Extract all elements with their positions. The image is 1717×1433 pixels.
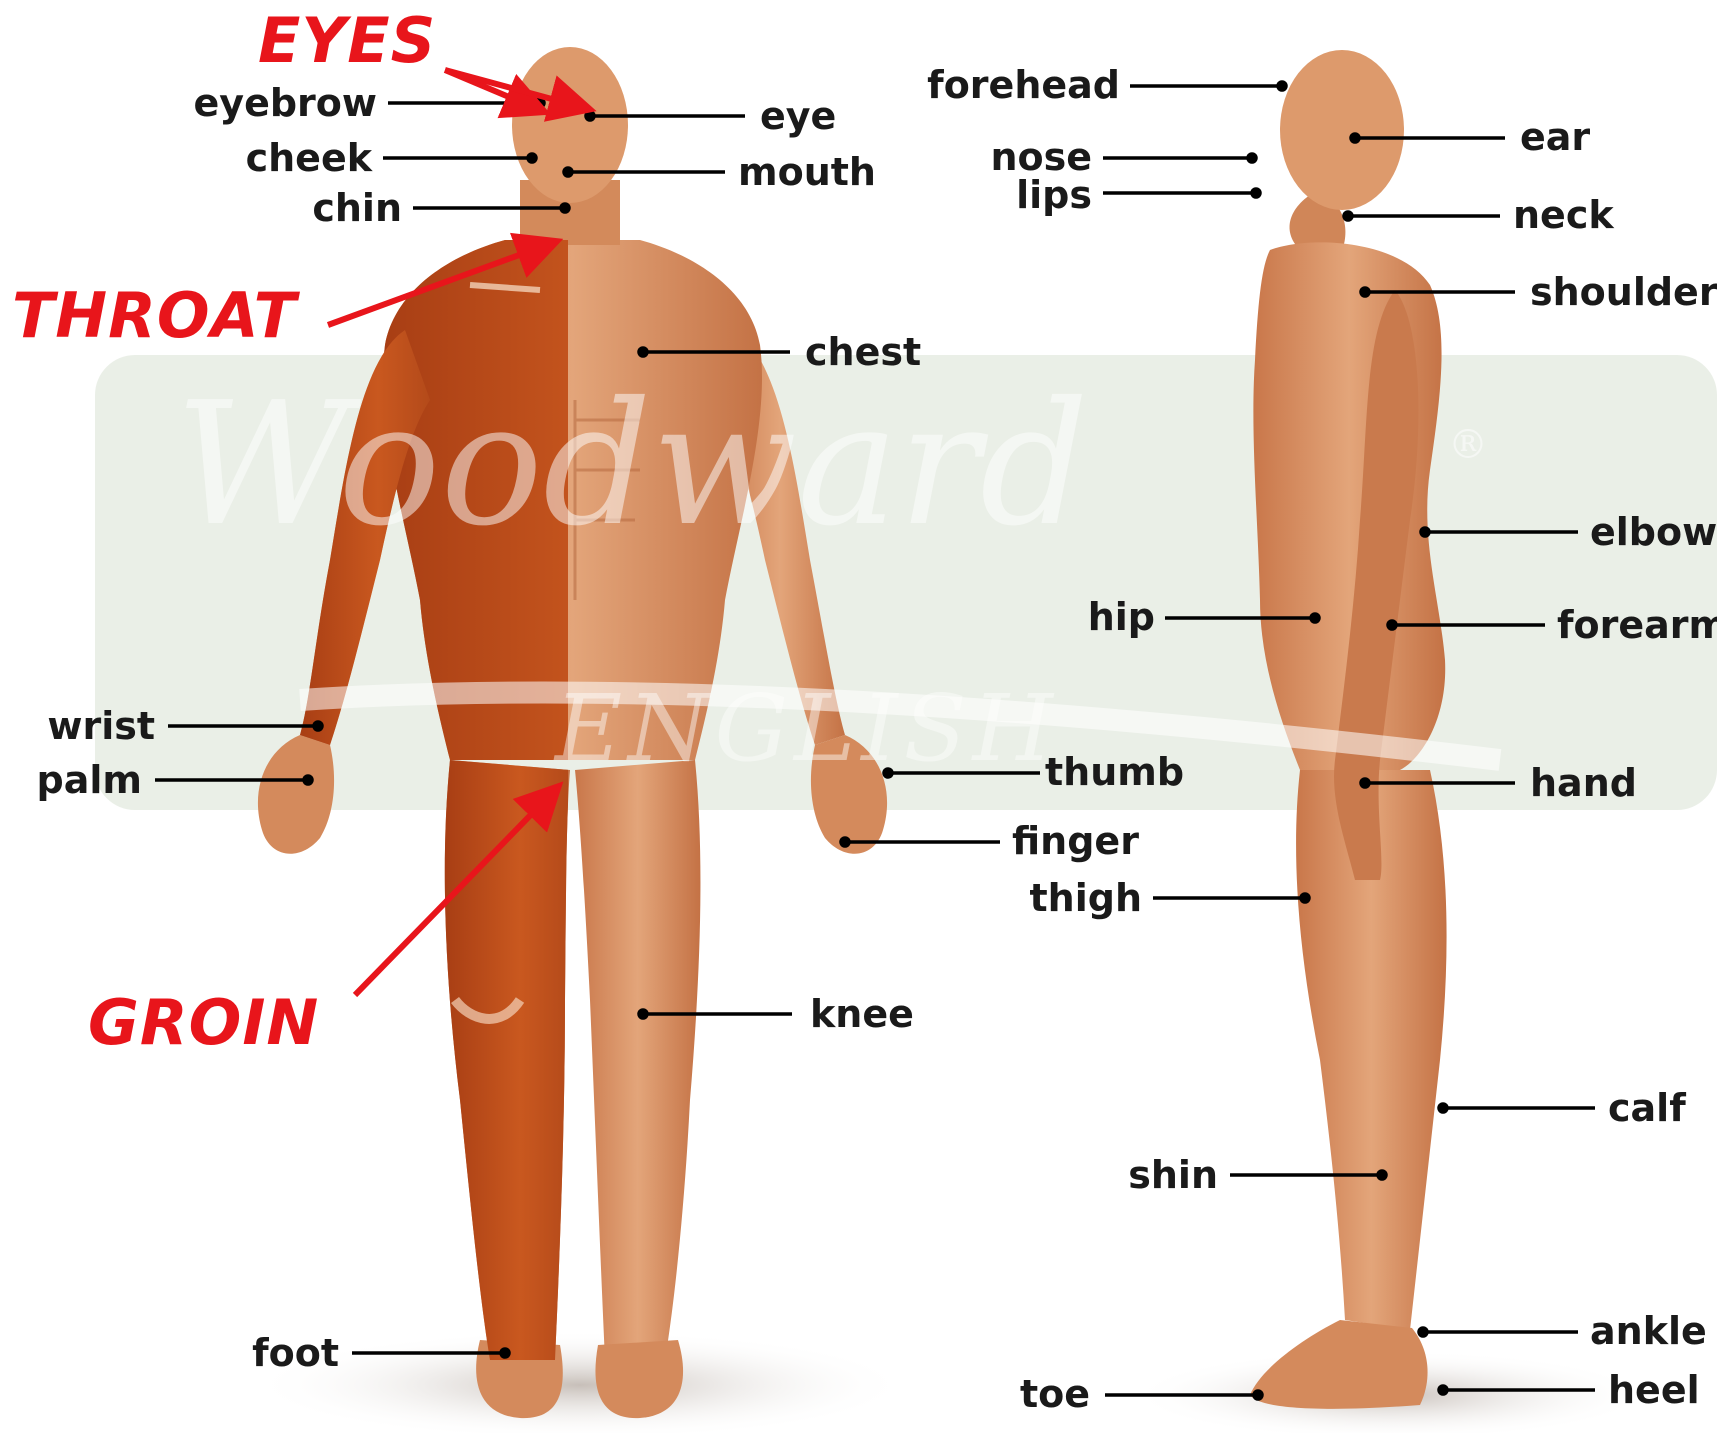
label-forearm: forearm: [1557, 606, 1717, 644]
label-finger: finger: [1012, 822, 1139, 860]
label-ankle: ankle: [1590, 1312, 1707, 1350]
side-head: [1280, 50, 1404, 210]
label-cheek: cheek: [246, 139, 372, 177]
label-hand: hand: [1530, 764, 1637, 802]
warning-throat: THROAT: [12, 285, 297, 347]
watermark-sub: ENGLISH: [555, 683, 1059, 775]
label-thigh: thigh: [1030, 879, 1143, 917]
warning-groin: GROIN: [88, 992, 319, 1054]
label-elbow: elbow: [1590, 513, 1717, 551]
label-chest: chest: [805, 333, 921, 371]
label-forehead: forehead: [927, 66, 1120, 104]
label-hip: hip: [1088, 598, 1155, 636]
label-ear: ear: [1520, 118, 1590, 156]
label-lips: lips: [1016, 176, 1092, 214]
side-foot: [1250, 1320, 1428, 1409]
label-chin: chin: [312, 189, 402, 227]
label-knee: knee: [810, 995, 914, 1033]
warning-eyes: EYES: [258, 10, 436, 72]
front-figure-shadow: [250, 1330, 910, 1433]
label-nose: nose: [990, 138, 1092, 176]
label-neck: neck: [1513, 196, 1614, 234]
label-heel: heel: [1608, 1371, 1700, 1409]
label-mouth: mouth: [738, 153, 876, 191]
label-shin: shin: [1128, 1156, 1218, 1194]
label-eyebrow: eyebrow: [194, 84, 377, 122]
front-head: [512, 47, 628, 203]
label-palm: palm: [37, 761, 142, 799]
label-shoulder: shoulder: [1530, 273, 1717, 311]
front-left-leg: [575, 760, 700, 1360]
watermark-registered: ®: [1448, 425, 1488, 465]
label-calf: calf: [1608, 1089, 1686, 1127]
watermark-brand: Woodward: [175, 380, 1089, 550]
label-eye: eye: [760, 97, 836, 135]
label-toe: toe: [1020, 1375, 1090, 1413]
front-left-foot: [595, 1340, 683, 1418]
label-foot: foot: [252, 1334, 339, 1372]
label-thumb: thumb: [1045, 753, 1184, 791]
label-wrist: wrist: [47, 707, 155, 745]
